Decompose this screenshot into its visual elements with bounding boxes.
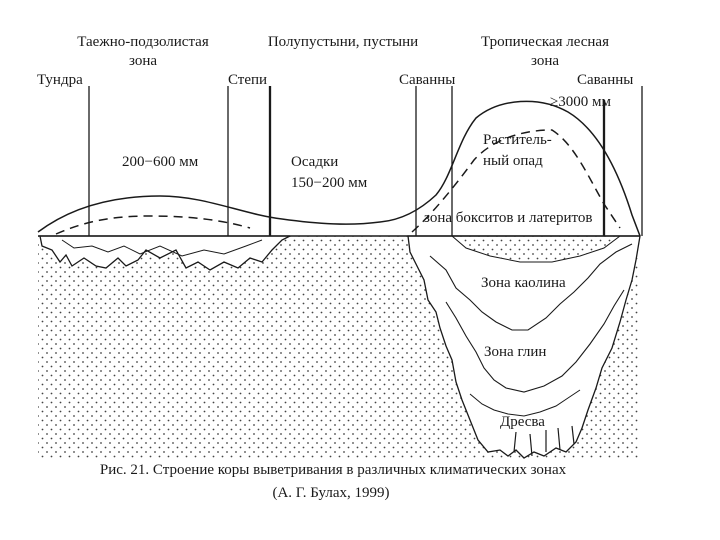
- clay-zone-label: Зона глин: [484, 344, 546, 360]
- taiga-zone-title-1: Таежно-подзолистая: [77, 34, 209, 50]
- tropical-zone-title-2: зона: [531, 53, 559, 69]
- savanna-left-label: Саванны: [399, 72, 455, 88]
- steppe-precip-title: Осадки: [291, 154, 338, 170]
- taiga-precip-label: 200−600 мм: [122, 154, 199, 170]
- steppe-label: Степи: [228, 72, 267, 88]
- semidesert-zone-title: Полупустыни, пустыни: [268, 34, 418, 50]
- steppe-precip-value: 150−200 мм: [291, 175, 368, 191]
- kaolin-zone-label: Зона каолина: [481, 275, 566, 291]
- tundra-label: Тундра: [37, 72, 83, 88]
- figure-caption: Рис. 21. Строение коры выветривания в ра…: [100, 462, 567, 478]
- plant-litter-label-2: ный опад: [483, 153, 543, 169]
- savanna-right-label: Саванны: [577, 72, 633, 88]
- figure-caption-source: (А. Г. Булах, 1999): [272, 485, 389, 501]
- plant-litter-label-1: Раститель-: [483, 132, 552, 148]
- taiga-zone-title-2: зона: [129, 53, 157, 69]
- tropical-zone-title-1: Тропическая лесная: [481, 34, 609, 50]
- tropical-precip-label: ≥3000 мм: [550, 94, 611, 110]
- bauxite-zone-label: зона бокситов и латеритов: [424, 210, 592, 226]
- gruss-zone-label: Дресва: [500, 414, 545, 430]
